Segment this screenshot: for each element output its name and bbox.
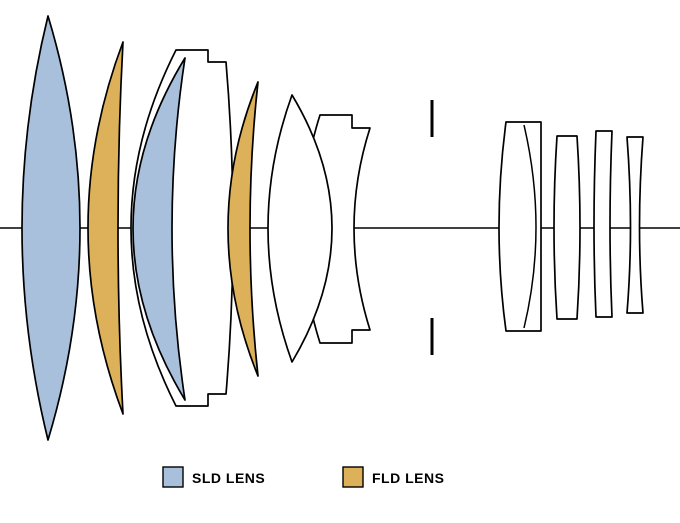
fld-element-2 — [227, 81, 259, 377]
legend-label-sld: SLD LENS — [192, 470, 265, 486]
mid-element-1 — [267, 94, 333, 363]
legend-swatch-sld — [162, 466, 184, 488]
rear-element-3 — [593, 130, 613, 318]
rear-element-1-cemented-surface — [523, 124, 537, 329]
legend: SLD LENS FLD LENS — [162, 466, 444, 488]
legend-label-fld: FLD LENS — [372, 470, 444, 486]
sld-element-2 — [132, 57, 186, 401]
rear-element-2 — [553, 135, 581, 320]
sld-element-1 — [21, 15, 81, 441]
legend-swatch-fld — [342, 466, 364, 488]
rear-element-1 — [498, 121, 542, 332]
fld-element-1 — [87, 41, 124, 415]
rear-element-4 — [626, 136, 644, 314]
